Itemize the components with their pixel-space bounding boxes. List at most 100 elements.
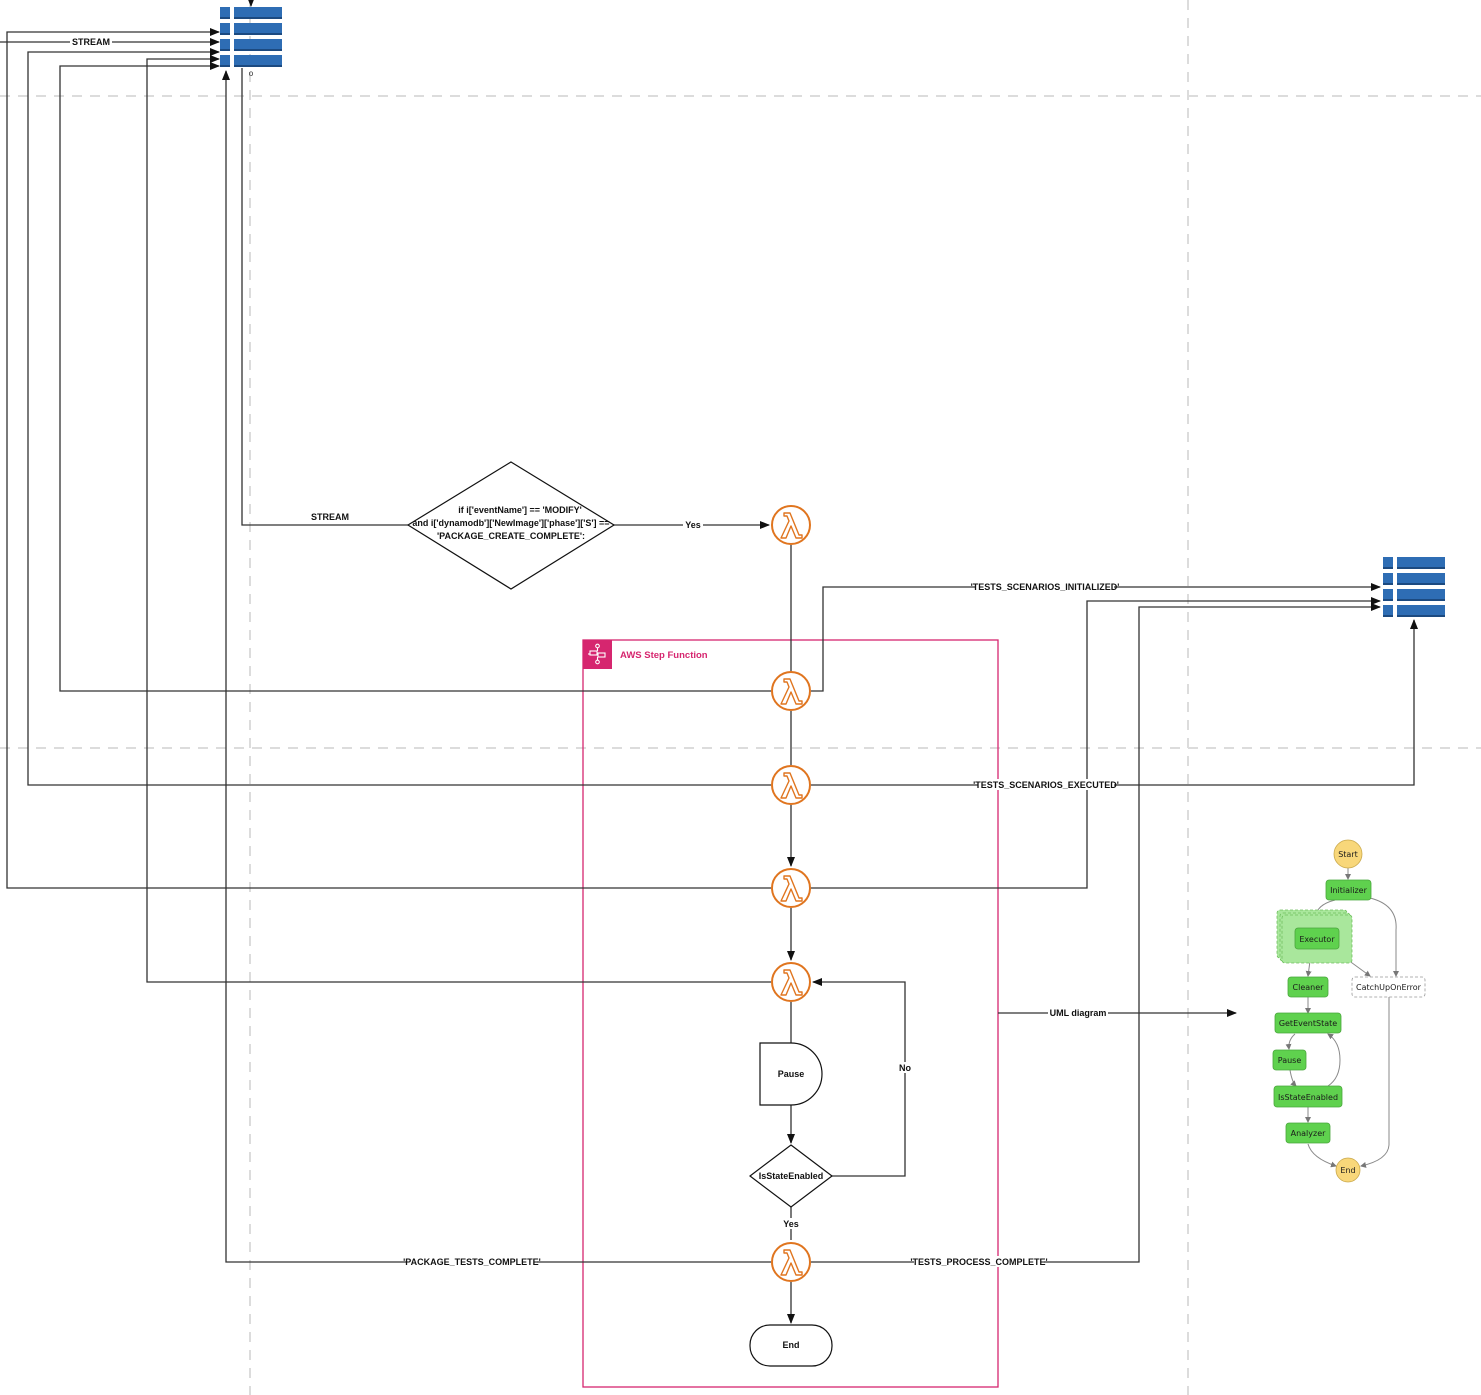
table-row-cell [1397, 557, 1445, 569]
table-shadow [234, 65, 282, 67]
uml-catch-label: CatchUpOnError [1356, 983, 1422, 992]
table-key-cell [1383, 557, 1393, 569]
uml-executor-label: Executor [1299, 935, 1335, 944]
table-shadow [1383, 599, 1393, 601]
edge-package-tests-complete[interactable] [222, 70, 771, 1263]
uml-end-label: End [1340, 1166, 1355, 1175]
uml-cleaner-label: Cleaner [1293, 983, 1325, 992]
is-state-enabled-diamond [749, 1144, 833, 1208]
lambda-cleaner[interactable] [771, 868, 811, 908]
uml-edge-pause-isstateenabled [1289, 1069, 1297, 1087]
uml-geteventstate-node [1274, 1012, 1342, 1034]
table-shadow [1383, 567, 1393, 569]
uml-end-node [1335, 1157, 1361, 1183]
table-shadow [1397, 583, 1445, 585]
table-shadow [1397, 599, 1445, 601]
source-table[interactable] [220, 7, 282, 67]
table-shadow [220, 17, 230, 19]
edge-labels: STREAM STREAM Yes 'TESTS_SCENARIOS_INITI… [70, 36, 1119, 1267]
lambda-functions [771, 505, 811, 1282]
table-shadow [234, 49, 282, 51]
uml-pause-label: Pause [1278, 1056, 1302, 1065]
condition-line-2: and i['dynamodb']['NewImage']['phase']['… [412, 518, 609, 528]
label-tests-scenarios-initialized: 'TESTS_SCENARIOS_INITIALIZED' [971, 582, 1120, 592]
dynamodb-tables [220, 7, 1445, 617]
step-function-title: AWS Step Function [620, 650, 708, 661]
step-functions-glyph [588, 643, 606, 665]
uml-executor-node [1294, 927, 1340, 950]
label-tests-process-complete: 'TESTS_PROCESS_COMPLETE' [910, 1257, 1047, 1267]
label-condition-yes: Yes [685, 520, 701, 530]
table-key-cell [1383, 573, 1393, 585]
condition-node[interactable]: if i['eventName'] == 'MODIFY' and i['dyn… [406, 461, 616, 590]
lambda-trigger[interactable] [771, 505, 811, 545]
pause-shape [759, 1042, 823, 1106]
lambda-icon [780, 772, 803, 799]
lambda-initializer[interactable] [771, 671, 811, 711]
table-row-cell [234, 23, 282, 35]
pause-node[interactable]: Pause [759, 1042, 823, 1106]
uml-geteventstate-label: GetEventState [1279, 1019, 1337, 1028]
uml-initializer-node [1325, 879, 1372, 901]
uml-cleaner-node [1287, 976, 1329, 998]
edge-stream-to-condition[interactable] [241, 68, 408, 526]
connectors [0, 0, 1418, 1324]
uml-initializer-label: Initializer [1330, 886, 1367, 895]
edge-no-loop[interactable] [812, 978, 906, 1177]
lambda-icon [780, 875, 803, 902]
lambda-icon-circle [771, 1242, 811, 1282]
label-stream-mid: STREAM [311, 512, 349, 522]
label-no: No [899, 1063, 911, 1073]
lambda-icon-circle [771, 868, 811, 908]
table-key-cell [1383, 605, 1393, 617]
table-key-cell [1383, 589, 1393, 601]
lambda-icon-circle [771, 765, 811, 805]
label-yes-state: Yes [783, 1219, 799, 1229]
edge-cleaner-to-status[interactable] [811, 597, 1381, 889]
table-key-cell [220, 55, 230, 67]
lambda-icon [780, 678, 803, 705]
pause-label: Pause [778, 1069, 805, 1079]
edge-tests-scenarios-executed[interactable] [811, 619, 1418, 786]
uml-catch-node [1351, 976, 1426, 998]
end-node[interactable]: End [749, 1324, 833, 1367]
condition-line-3: 'PACKAGE_CREATE_COMPLETE': [437, 531, 585, 541]
lambda-executor[interactable] [771, 765, 811, 805]
is-state-enabled-node[interactable]: IsStateEnabled [749, 1144, 833, 1208]
lambda-analyzer[interactable] [771, 1242, 811, 1282]
table-row-cell [1397, 589, 1445, 601]
uml-edge-executor-cleaner [1305, 960, 1312, 977]
uml-edge-analyzer-end [1307, 1143, 1337, 1168]
status-table[interactable] [1383, 557, 1445, 617]
edge-geteventstate-to-source[interactable] [146, 55, 771, 983]
is-state-enabled-label: IsStateEnabled [759, 1171, 824, 1181]
lambda-icon [780, 512, 803, 539]
table-key-cell [220, 7, 230, 19]
table-shadow [1383, 583, 1393, 585]
uml-isstateenabled-node [1273, 1085, 1343, 1108]
edge-executor-to-source[interactable] [6, 28, 771, 889]
end-shape [749, 1324, 833, 1367]
lambda-icon [780, 969, 803, 996]
uml-isstateenabled-label: IsStateEnabled [1278, 1093, 1338, 1102]
uml-edge-isstateenabled-geteventstate [1327, 1033, 1341, 1087]
table-shadow [234, 17, 282, 19]
table-shadow [220, 49, 230, 51]
lambda-icon [780, 1249, 803, 1276]
table-key-cell [220, 23, 230, 35]
end-label: End [783, 1340, 800, 1350]
condition-diamond [406, 461, 616, 590]
table-row-cell [234, 39, 282, 51]
lambda-icon-circle [771, 671, 811, 711]
uml-state-machine[interactable]: Start Initializer Executor Cleaner Catch… [1272, 839, 1426, 1183]
lambda-get-event-state[interactable] [771, 962, 811, 1002]
edge-tests-scenarios-initialized[interactable] [811, 583, 1381, 692]
label-uml-diagram: UML diagram [1050, 1008, 1107, 1018]
edge-initializer-to-source[interactable] [59, 62, 771, 692]
uml-edge-geteventstate-pause [1285, 1033, 1296, 1050]
edge-cleaner-to-source[interactable] [27, 48, 771, 786]
uml-start-node [1333, 839, 1363, 869]
uml-start-label: Start [1338, 850, 1358, 859]
